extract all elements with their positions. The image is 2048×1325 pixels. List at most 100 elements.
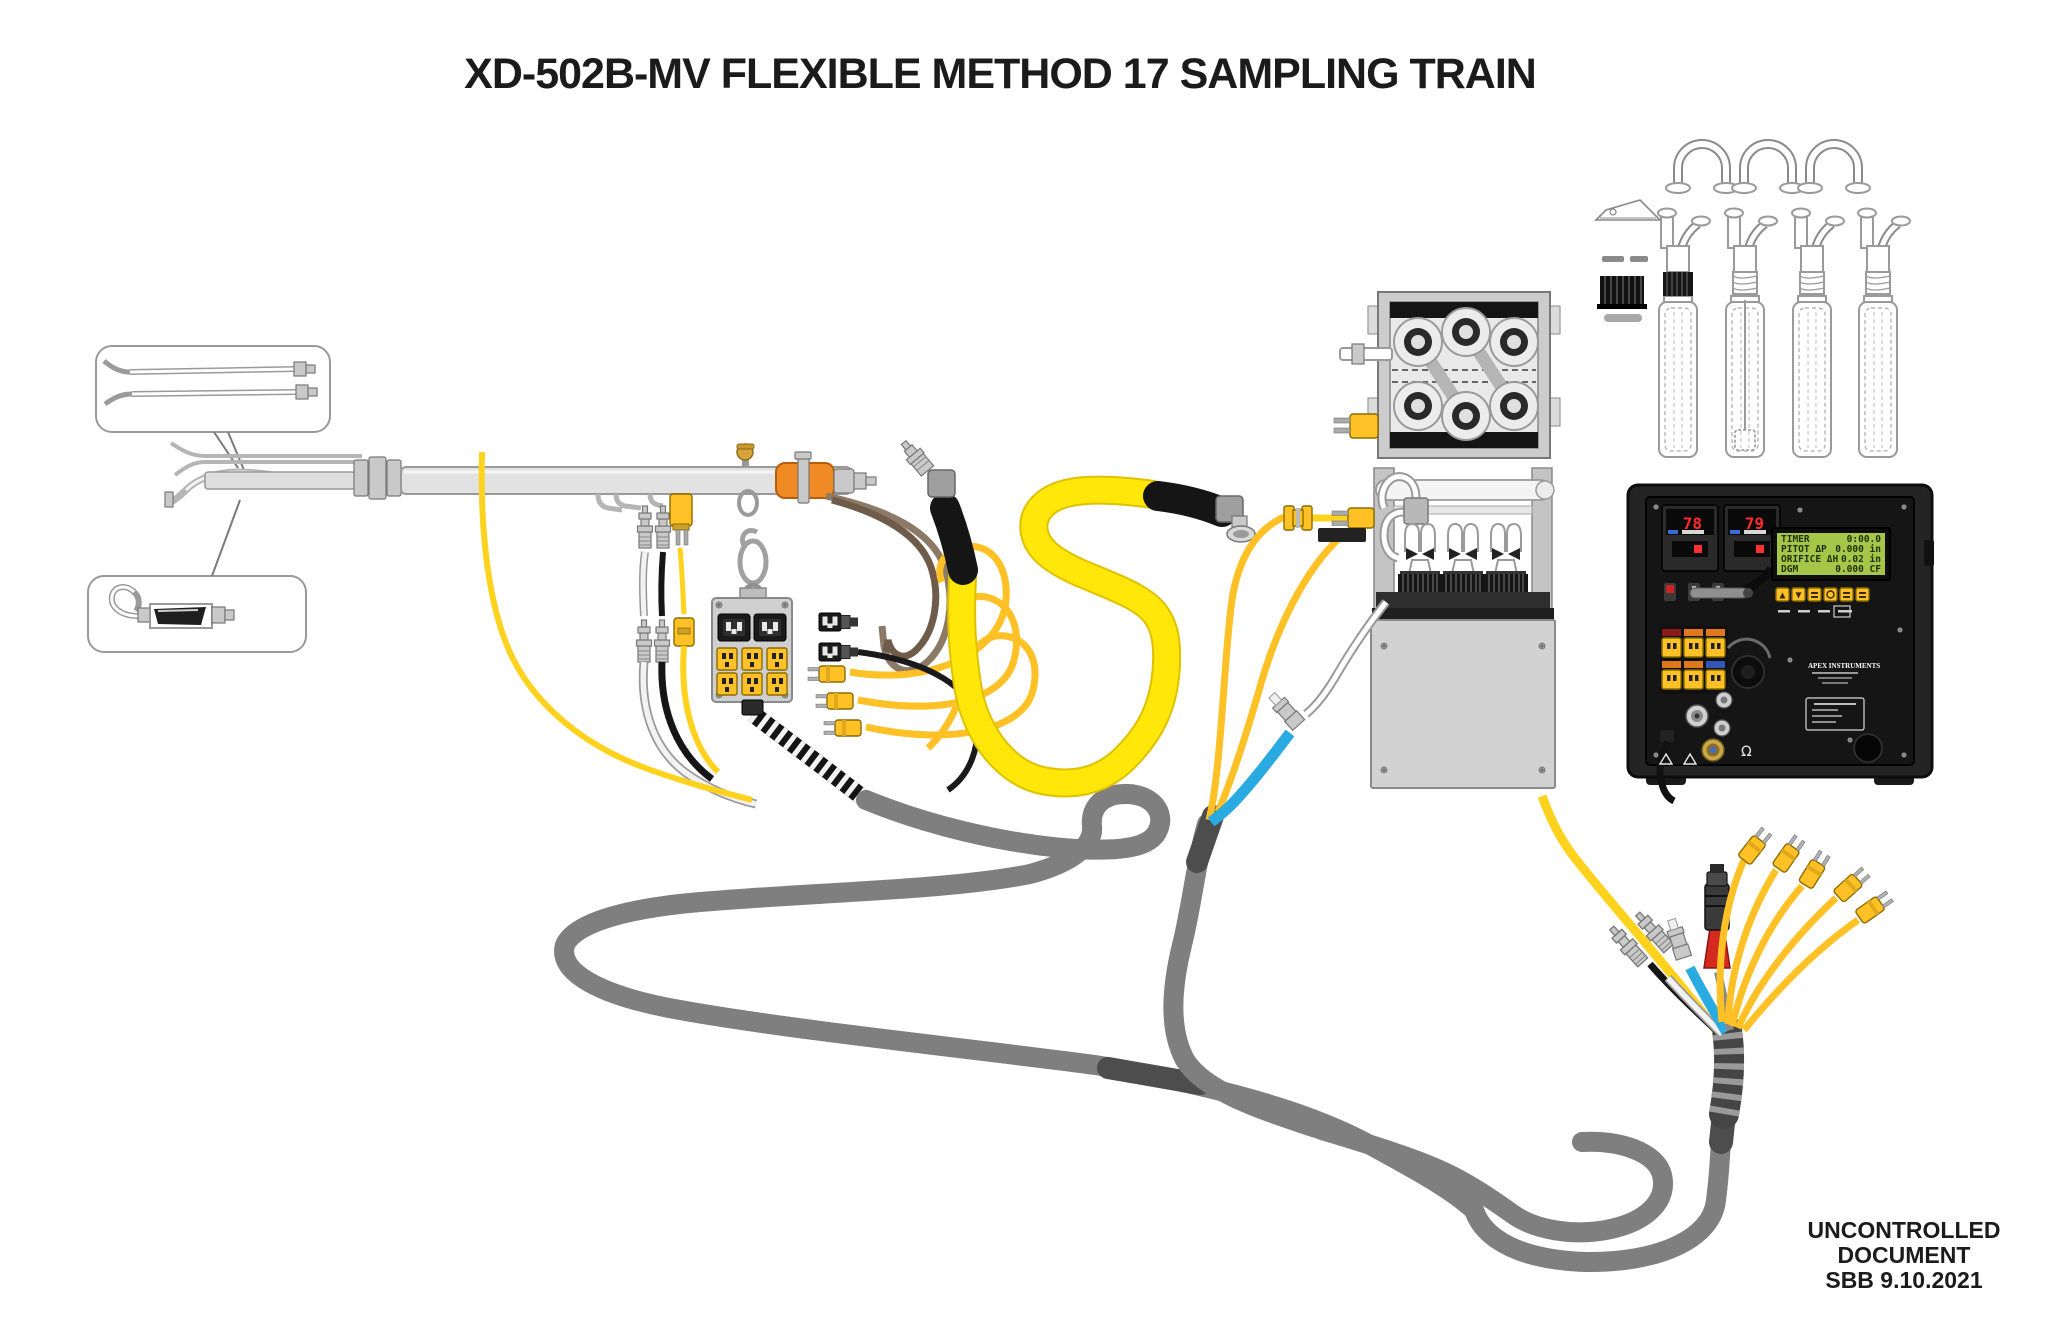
carabiner-hook [737, 538, 769, 586]
umbilical-cable-sample-side [1163, 805, 1673, 1243]
umbilical-gray-run-2 [1163, 814, 1673, 1243]
cold-box-inlet [1351, 343, 1365, 365]
umbilical-tc-plug-5 [1854, 888, 1895, 925]
roll-bar [1375, 479, 1551, 501]
umbilical-tc-plug-2 [1771, 833, 1808, 874]
svg-text:0.000 CF: 0.000 CF [1835, 564, 1881, 575]
svg-text:PITOT ΔP: PITOT ΔP [1781, 544, 1827, 555]
white-hose-lead [1665, 976, 1724, 1036]
warning-triangle-1 [1658, 752, 1674, 765]
end-test-bracket [1833, 605, 1851, 618]
u-bend-3 [1798, 144, 1870, 193]
impinger-drawing-1 [1658, 209, 1710, 458]
uncontrolled-document-stamp: UNCONTROLLED DOCUMENT SBB 9.10.2021 [1808, 1217, 2001, 1293]
probe-wedge-support [1594, 199, 1662, 221]
console-end-connectors [1537, 794, 1895, 1129]
pitot-hose-set [478, 451, 758, 809]
impinger-drawing-4 [1858, 209, 1910, 458]
tc-inline-connector [673, 617, 695, 647]
spare-parts [1594, 199, 1662, 322]
blue-tube-lead [1685, 965, 1731, 1035]
u-bend-1 [1666, 144, 1738, 193]
nozzle-filter-detail-callout [87, 575, 307, 653]
gas-port [1853, 733, 1883, 763]
stamp-line-2: DOCUMENT [1838, 1242, 1971, 1268]
tc-plug-1 [807, 665, 846, 683]
probe-liner-front [204, 471, 356, 490]
omega-symbol: Ω [1741, 744, 1752, 760]
meter-case [1370, 619, 1556, 789]
setpoint-display-left [1694, 545, 1702, 553]
vacuum-tube [1304, 600, 1388, 716]
svg-text:0.000 in: 0.000 in [1835, 544, 1881, 555]
impinger-glassware-drawings [1594, 144, 1910, 458]
probe-assembly [164, 441, 877, 549]
pitot-tube-detail-callout [95, 345, 331, 433]
probe-quick-connect-1 [636, 505, 654, 549]
console-latch [1924, 540, 1934, 566]
blue-sample-tube [1207, 729, 1295, 827]
brand-label: APEX INSTRUMENTS [1808, 662, 1880, 670]
heated-sample-line [900, 439, 1256, 798]
heater-power-plug [818, 612, 859, 632]
union-nut-2 [368, 456, 387, 500]
cable-gland [741, 699, 764, 716]
svg-text:▼: ▼ [1795, 591, 1802, 600]
temp-display-left: 78 [1683, 514, 1702, 533]
filter-meter-box [1303, 467, 1556, 789]
cold-box-tc-plug [1333, 413, 1379, 439]
power-inlet [1660, 730, 1674, 742]
probe-quick-connect-2 [654, 505, 672, 549]
sample-transfer-tubes [1205, 505, 1352, 827]
hose-end-sleeve-left [930, 493, 978, 585]
probe-junction-box [711, 528, 793, 716]
calibration-results-box [1805, 697, 1865, 731]
temp-controller-right: 79 [1723, 504, 1781, 572]
hose-elbow-left [900, 439, 956, 498]
inline-tc-connector [1283, 505, 1313, 531]
svg-text:DGM: DGM [1781, 564, 1798, 575]
yellow-lead [1537, 794, 1720, 1033]
umbilical-sleeve-start [1186, 805, 1224, 873]
umbilical-gray-run [554, 784, 1731, 1273]
timer-button [1823, 587, 1838, 602]
flow-adjust-knob [1726, 637, 1772, 689]
umbilical-blue-fitting [1666, 917, 1693, 961]
keypad: ▲ ▼ [1775, 587, 1870, 618]
svg-text:TIMER: TIMER [1781, 534, 1810, 545]
pitot-quick-connect-b [653, 619, 671, 663]
svg-text:0:00.0: 0:00.0 [1847, 534, 1882, 545]
warning-triangle-2 [1682, 752, 1698, 765]
impinger-shelf [1376, 592, 1550, 610]
yellow-hose [949, 477, 1180, 796]
tc-plug-3 [823, 719, 862, 737]
umbilical-tc-plug-4 [1832, 865, 1872, 904]
control-console: 78 79 TIMER 0:00.0 PITOT ΔP 0.000 in ORI… [1626, 483, 1934, 805]
power-cord [1656, 740, 1676, 805]
diagram-title: XD-502B-MV FLEXIBLE METHOD 17 SAMPLING T… [464, 50, 1536, 98]
blue-tube-fitting [1268, 691, 1306, 732]
iec-outlet-2 [753, 613, 787, 642]
save-data-button [1855, 587, 1870, 602]
union-nut-1 [353, 459, 369, 497]
select-button [1807, 587, 1822, 602]
lcd-screen [1777, 533, 1885, 575]
nozzle-tip [164, 491, 174, 508]
cold-box-top-view [1333, 291, 1561, 459]
hanging-ring [737, 489, 759, 517]
umbilical-tc-plug-1 [1736, 825, 1774, 866]
record-data-button [1839, 587, 1854, 602]
meter-box-tc-connector [1318, 507, 1375, 542]
junction-tc-jacks [716, 647, 788, 696]
pitot-quick-connect-a [635, 619, 653, 663]
pump-valve-lever [1689, 566, 1774, 600]
band-clamp [797, 457, 810, 504]
probe-heater-section [775, 451, 835, 504]
lcd-display: TIMER 0:00.0 PITOT ΔP 0.000 in ORIFICE Δ… [1771, 527, 1891, 581]
impinger-drawing-2 [1725, 209, 1777, 458]
umbilical-sleeve-mid [1097, 1057, 1211, 1095]
stamp-line-3: SBB 9.10.2021 [1825, 1267, 1982, 1293]
hose-end-sleeve-right [1143, 481, 1237, 527]
